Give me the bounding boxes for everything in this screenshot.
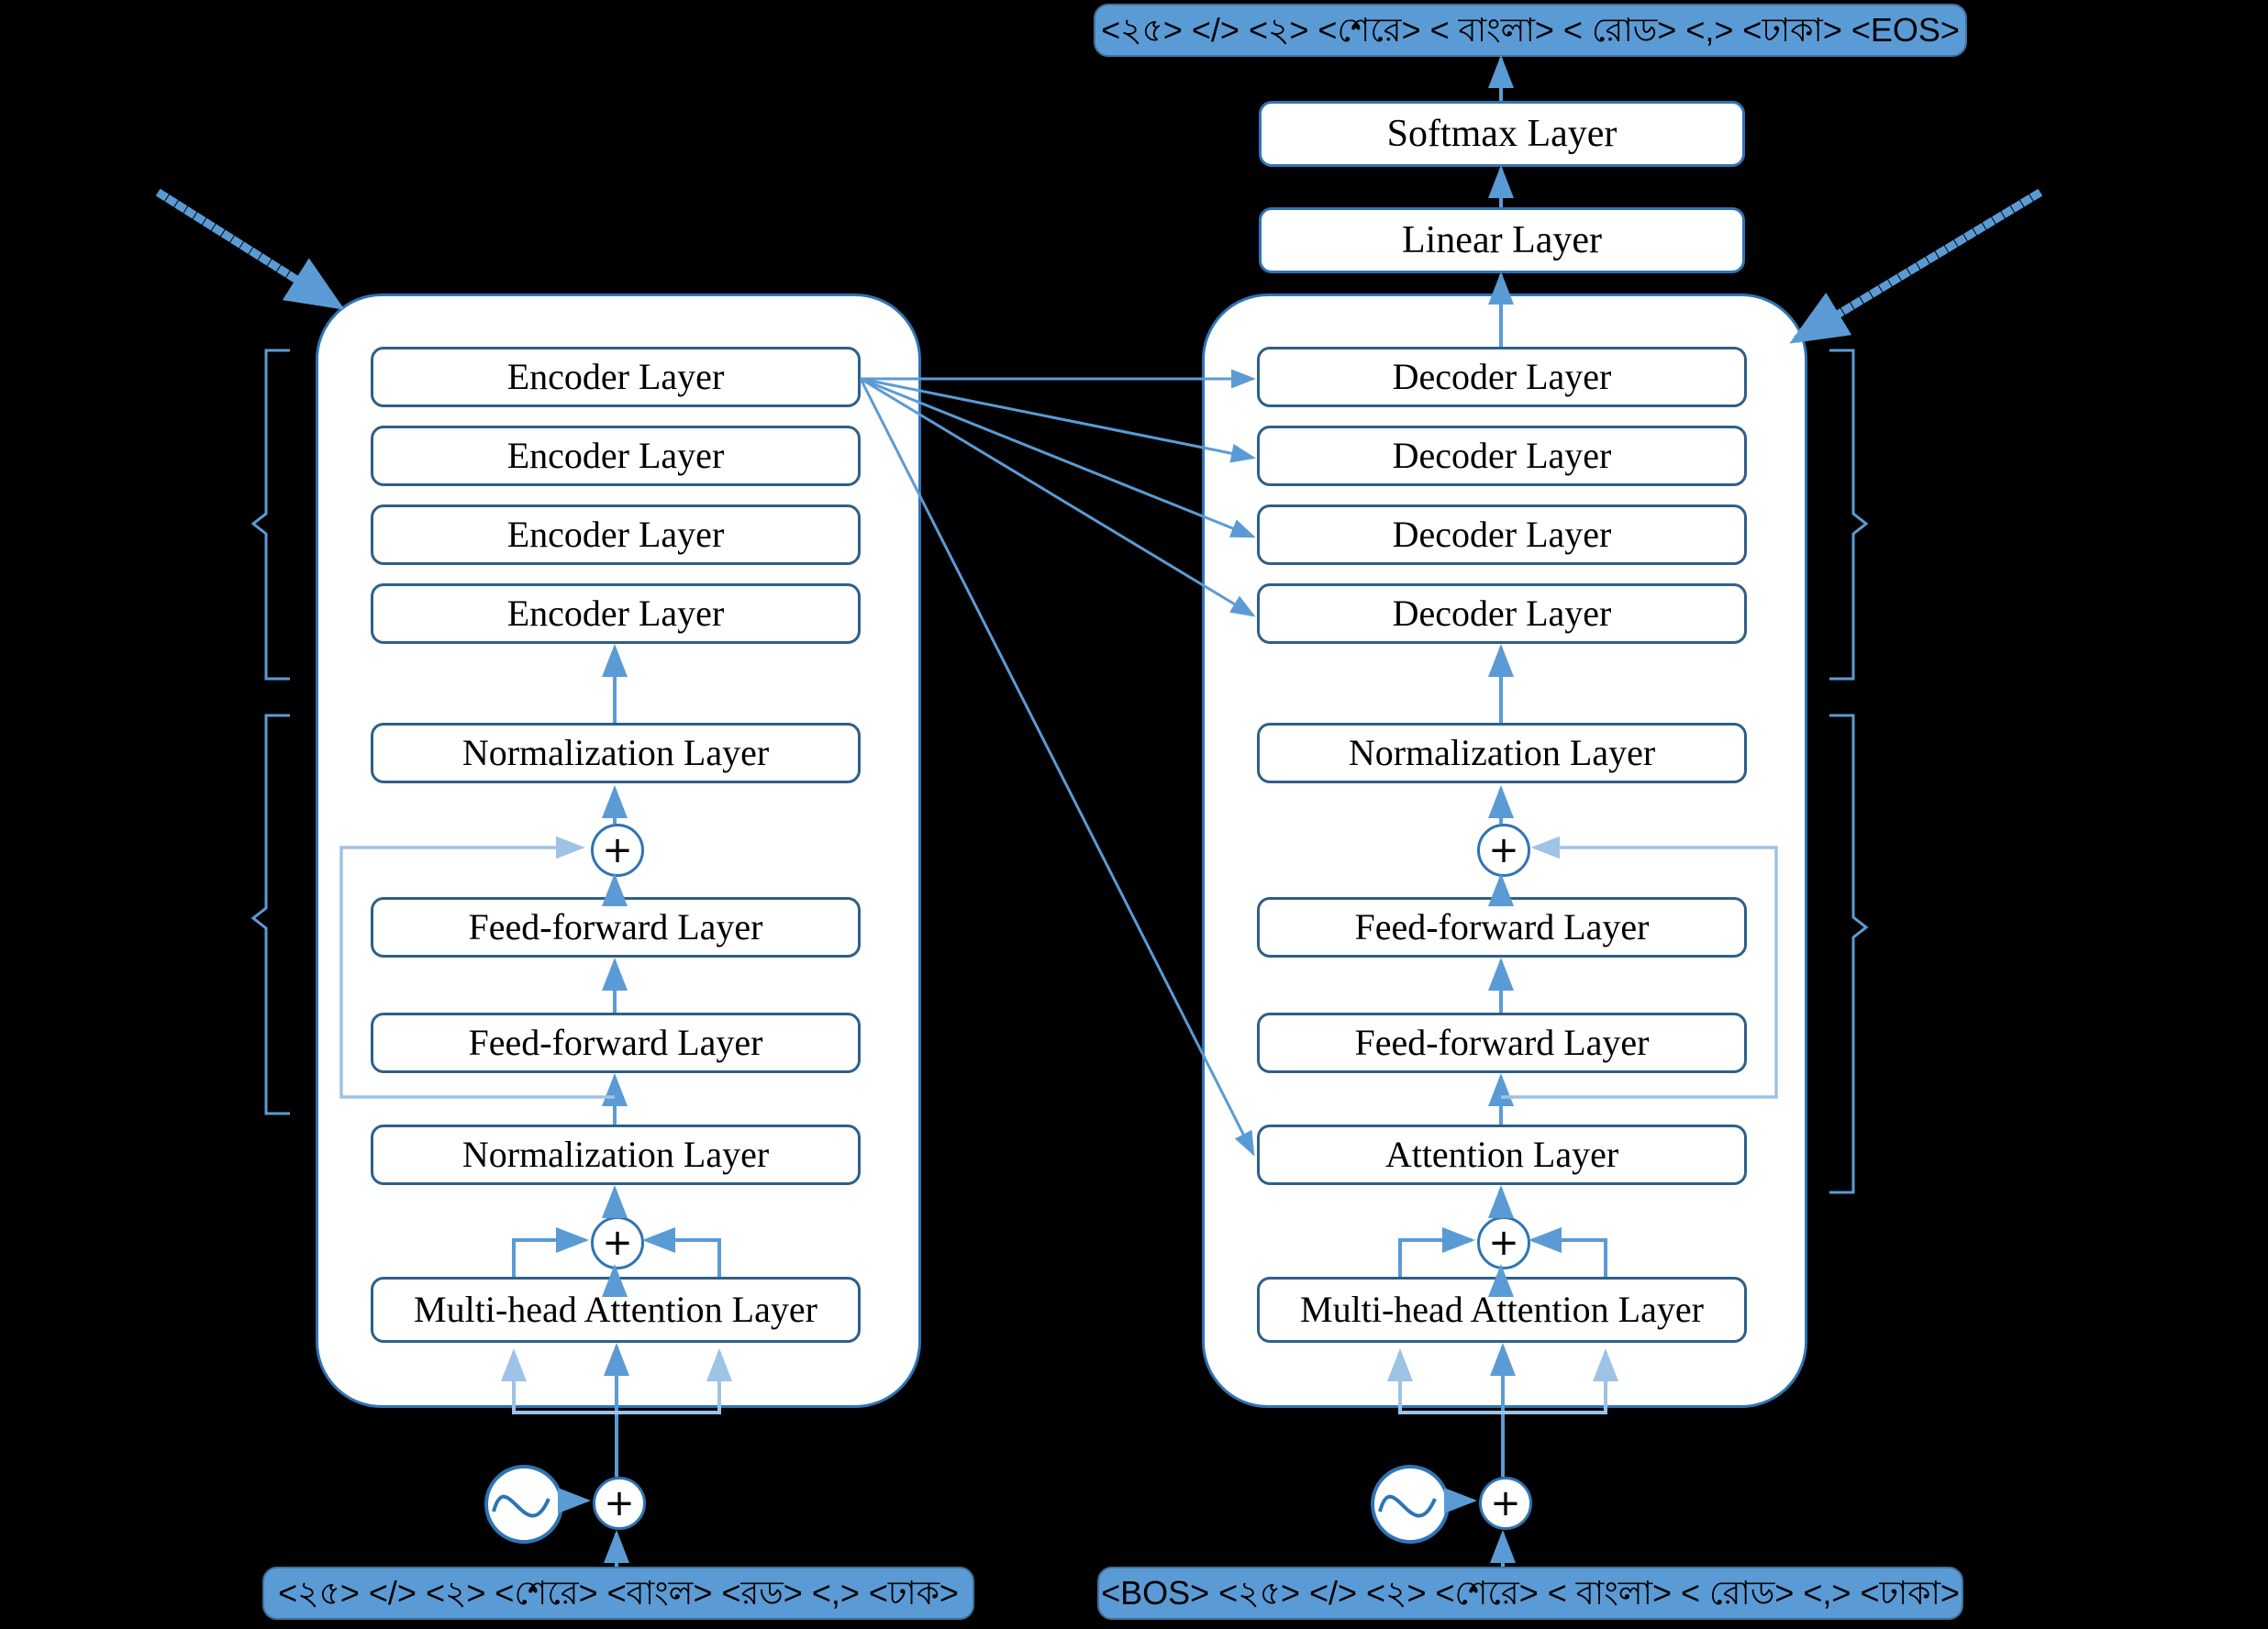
encoder-layer-2: Encoder Layer: [371, 426, 861, 486]
decoder-layer-3: Decoder Layer: [1257, 504, 1747, 565]
encoder-residual-add-bottom: +: [591, 1216, 644, 1269]
encoder-stack-bracket: [250, 349, 290, 681]
decoder-layer-2: Decoder Layer: [1257, 426, 1747, 486]
decoder-feedforward-bottom: Feed-forward Layer: [1257, 1013, 1747, 1073]
encoder-positional-add: +: [593, 1477, 646, 1530]
encoder-normalization-bottom: Normalization Layer: [371, 1125, 861, 1185]
encoder-sublayer-bracket: [250, 714, 290, 1115]
encoder-multihead-attention: Multi-head Attention Layer: [371, 1277, 861, 1343]
decoder-multihead-attention: Multi-head Attention Layer: [1257, 1277, 1747, 1343]
linear-layer-box: Linear Layer: [1259, 207, 1745, 273]
decoder-layer-1: Decoder Layer: [1257, 347, 1747, 407]
decoder-feedforward-top: Feed-forward Layer: [1257, 897, 1747, 958]
encoder-residual-add-top: +: [591, 824, 644, 877]
decoder-stack-bracket: [1829, 349, 1869, 681]
output-token-box: <২৫> </> <২> <শেরে> < বাংলা> < রোড> <,> …: [1094, 4, 1967, 57]
encoder-feedforward-bottom: Feed-forward Layer: [371, 1013, 861, 1073]
decoder-layer-4: Decoder Layer: [1257, 583, 1747, 644]
encoder-layer-4: Encoder Layer: [371, 583, 861, 644]
encoder-sine-wave-icon: [484, 1465, 563, 1544]
left-pointer-dotted-arrow: [155, 188, 345, 312]
decoder-sublayer-bracket: [1829, 714, 1869, 1194]
softmax-layer-box: Softmax Layer: [1259, 101, 1745, 167]
decoder-residual-add-top: +: [1477, 824, 1530, 877]
decoder-normalization-top: Normalization Layer: [1257, 723, 1747, 783]
decoder-input-token-box: <BOS> <২৫> </> <২> <শেরে> < বাংলা> < রোড…: [1097, 1567, 1963, 1620]
decoder-cross-attention-layer: Attention Layer: [1257, 1125, 1747, 1185]
encoder-layer-1: Encoder Layer: [371, 347, 861, 407]
encoder-input-token-box: <২৫> </> <২> <শেরে> <বাংল> <রড> <,> <ঢাক…: [262, 1567, 974, 1620]
decoder-positional-add: +: [1479, 1477, 1532, 1530]
decoder-residual-add-bottom: +: [1477, 1216, 1530, 1269]
encoder-feedforward-top: Feed-forward Layer: [371, 897, 861, 958]
right-pointer-dotted-arrow: [1789, 188, 2043, 346]
encoder-layer-3: Encoder Layer: [371, 504, 861, 565]
decoder-sine-wave-icon: [1371, 1465, 1450, 1544]
encoder-normalization-top: Normalization Layer: [371, 723, 861, 783]
